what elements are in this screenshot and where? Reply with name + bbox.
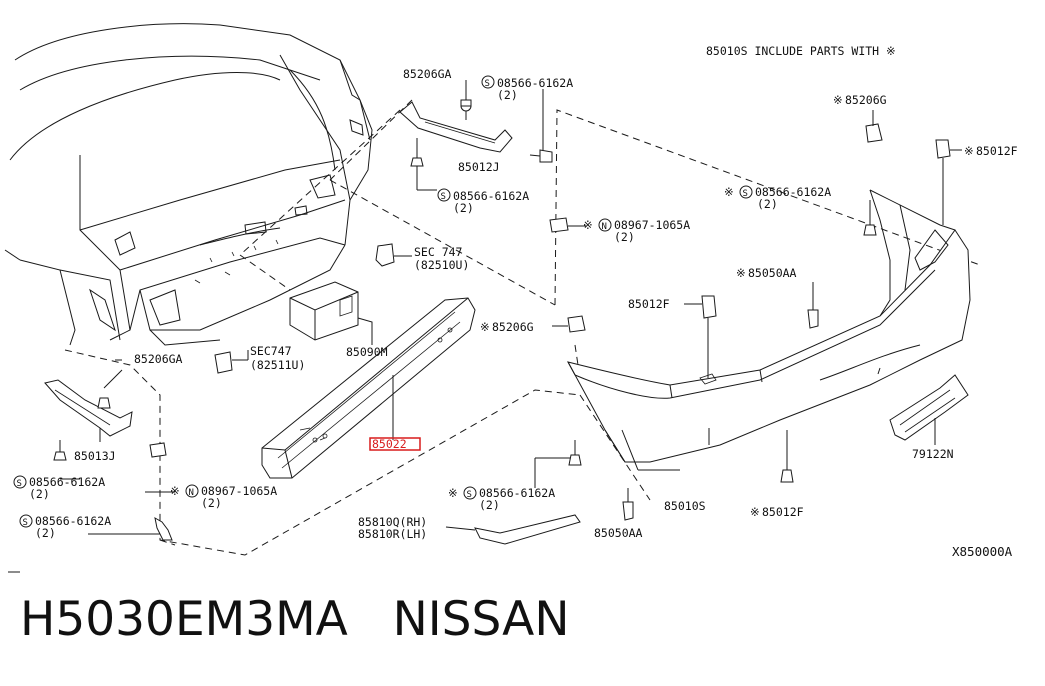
label-s08566-top: 08566-6162A [497,76,573,90]
svg-text:S: S [17,479,22,489]
label-sec747-top: SEC 747 [414,245,463,259]
label-85012f-right: 85012F [976,144,1018,158]
clip-n08967-right [549,217,586,233]
label-n08967-right: 08967-1065A [614,218,690,232]
asterisk-85012f-bottom: ※ [750,505,760,519]
sec747-clip-low [214,351,248,374]
molding-85810 [445,514,581,545]
car-body-outline [4,23,373,346]
label-s08566-left1: 08566-6162A [29,475,105,489]
label-85013j: 85013J [74,449,116,463]
asterisk-85206g-right: ※ [833,93,843,107]
label-s08566-right-qty: (2) [757,197,778,211]
ref-code: X850000A [952,544,1013,559]
asterisk-s08566-bottom: ※ [448,486,458,500]
assembly-dashed-lines [64,99,981,556]
label-n08967-right-qty: (2) [614,230,635,244]
bracket-85013j [44,369,167,461]
label-s08566-bottom: 08566-6162A [479,486,555,500]
label-s08566-mid: 08566-6162A [453,189,529,203]
screw-s08566-right [863,200,877,236]
label-s08566-mid-qty: (2) [453,201,474,215]
screw-85050aa-bottom [622,488,634,521]
label-85010s: 85010S [664,499,706,513]
label-85206g-right: 85206G [845,93,887,107]
label-85810q: 85810Q(RH) [358,515,427,529]
label-s08566-left2: 08566-6162A [35,514,111,528]
screw-s08566-bottom [534,440,582,488]
n-circle-icon: N [598,218,612,232]
asterisk-n08967-right: ※ [583,218,593,232]
clip-85206g-right [865,110,883,143]
s-circle-icon: S [13,475,27,489]
label-s08566-left2-qty: (2) [35,526,56,540]
n-circle-icon: N [185,484,199,498]
bracket-79122n [889,374,969,445]
asterisk-n08967-left: ※ [170,484,180,498]
asterisk-85206g-mid: ※ [480,320,490,334]
screw-left-bottom [60,478,173,541]
leader-lines [8,80,544,573]
asterisk-85012f-right: ※ [964,144,974,158]
sec747-clip-top [375,243,412,267]
clip-85012f-mid [684,295,717,378]
clip-85012f-right [935,139,962,225]
label-85050aa-bottom: 85050AA [594,526,643,540]
label-85012j: 85012J [458,160,500,174]
s-circle-icon: S [437,188,451,202]
label-sec747-low-ref: (82511U) [250,358,305,372]
svg-text:S: S [467,490,472,500]
label-n08967-left-qty: (2) [201,496,222,510]
label-sec747-top-ref: (82510U) [414,258,469,272]
clip-85206g-mid [552,315,586,333]
reinforcement-85022 [261,297,476,479]
label-85022: 85022 [372,437,407,451]
label-s08566-bottom-qty: (2) [479,498,500,512]
label-s08566-top-qty: (2) [497,88,518,102]
svg-text:N: N [602,222,607,232]
label-85012f-mid: 85012F [628,297,670,311]
label-85206ga-left: 85206GA [134,352,183,366]
label-s08566-right: 08566-6162A [755,185,831,199]
screw-85050aa-mid [807,282,819,329]
label-85012f-bottom: 85012F [762,505,804,519]
label-85206ga-top: 85206GA [403,67,452,81]
label-85206g-mid: 85206G [492,320,534,334]
svg-text:S: S [485,79,490,89]
svg-text:N: N [189,488,194,498]
caption-text: H5030EM3MA NISSAN [20,592,570,647]
svg-text:S: S [23,518,28,528]
label-85810r: 85810R(LH) [358,527,427,541]
svg-text:S: S [441,192,446,202]
absorber-85090m [289,281,373,345]
s-circle-icon: S [739,185,753,199]
bumper-fascia-85010s [567,189,971,483]
label-85050aa-mid: 85050AA [748,266,797,280]
s-circle-icon: S [463,486,477,500]
s-circle-icon: S [481,75,495,89]
svg-text:S: S [743,189,748,199]
label-n08967-left: 08967-1065A [201,484,277,498]
label-sec747-low: SEC747 [250,344,292,358]
label-79122n: 79122N [912,447,954,461]
s-circle-icon: S [19,514,33,528]
bracket-85012j [399,99,553,180]
labels: 85010S INCLUDE PARTS WITH ※ X850000A 852… [13,44,1018,559]
note-text: 85010S INCLUDE PARTS WITH ※ [706,44,896,58]
asterisk-85050aa-mid: ※ [736,266,746,280]
label-85090m: 85090M [346,345,388,359]
asterisk-s08566-right: ※ [724,185,734,199]
label-s08566-left1-qty: (2) [29,487,50,501]
highlight-85022 [369,437,421,451]
